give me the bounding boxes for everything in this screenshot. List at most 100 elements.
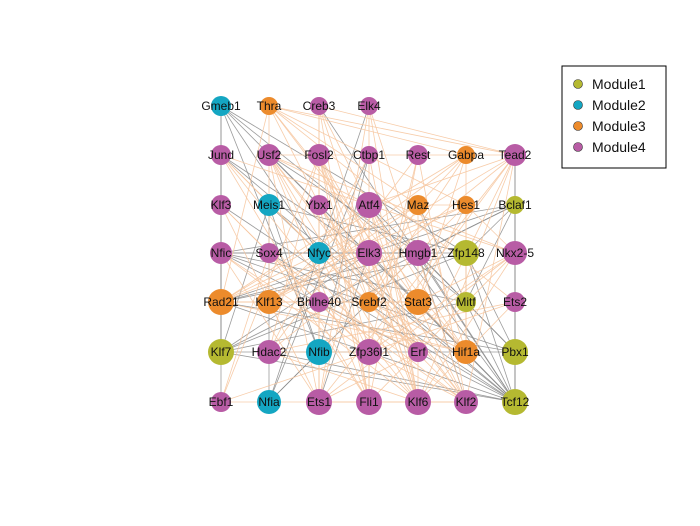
node-circle[interactable] xyxy=(310,97,328,115)
node-circle[interactable] xyxy=(457,196,475,214)
node-meis1[interactable]: Meis1 xyxy=(253,194,285,216)
node-ebf1[interactable]: Ebf1 xyxy=(209,392,234,412)
node-circle[interactable] xyxy=(456,292,476,312)
node-klf7[interactable]: Klf7 xyxy=(208,339,234,365)
node-circle[interactable] xyxy=(505,292,525,312)
node-circle[interactable] xyxy=(309,195,329,215)
node-rest[interactable]: Rest xyxy=(406,145,431,165)
node-circle[interactable] xyxy=(408,342,428,362)
node-nfib[interactable]: Nfib xyxy=(306,339,332,365)
node-circle[interactable] xyxy=(257,340,281,364)
node-nfia[interactable]: Nfia xyxy=(257,390,281,414)
node-atf4[interactable]: Atf4 xyxy=(356,192,382,218)
node-circle[interactable] xyxy=(356,339,382,365)
node-circle[interactable] xyxy=(356,192,382,218)
node-circle[interactable] xyxy=(408,195,428,215)
node-rad21[interactable]: Rad21 xyxy=(203,289,239,315)
node-usf2[interactable]: Usf2 xyxy=(257,144,282,166)
node-circle[interactable] xyxy=(405,240,431,266)
node-ets1[interactable]: Ets1 xyxy=(306,389,332,415)
node-circle[interactable] xyxy=(405,389,431,415)
node-circle[interactable] xyxy=(454,340,478,364)
node-circle[interactable] xyxy=(309,292,329,312)
node-mitf[interactable]: Mitf xyxy=(456,292,476,312)
node-circle[interactable] xyxy=(408,145,428,165)
node-circle[interactable] xyxy=(210,242,232,264)
node-circle[interactable] xyxy=(405,289,431,315)
node-zfp36l1[interactable]: Zfp36l1 xyxy=(349,339,389,365)
node-circle[interactable] xyxy=(211,96,231,116)
node-srebf2[interactable]: Srebf2 xyxy=(351,292,387,312)
node-circle[interactable] xyxy=(360,146,378,164)
node-circle[interactable] xyxy=(356,240,382,266)
node-circle[interactable] xyxy=(453,240,479,266)
node-circle[interactable] xyxy=(359,292,379,312)
node-circle[interactable] xyxy=(208,339,234,365)
node-jund[interactable]: Jund xyxy=(208,145,234,165)
node-tcf12[interactable]: Tcf12 xyxy=(501,389,530,415)
node-circle[interactable] xyxy=(211,195,231,215)
edge-rest-zfp36l1 xyxy=(368,154,419,353)
node-klf2[interactable]: Klf2 xyxy=(454,390,478,414)
node-maz[interactable]: Maz xyxy=(407,195,430,215)
edge-hdac2-klf6 xyxy=(268,351,419,403)
node-tead2[interactable]: Tead2 xyxy=(499,144,532,166)
node-elk3[interactable]: Elk3 xyxy=(356,240,382,266)
node-klf3[interactable]: Klf3 xyxy=(211,195,232,215)
node-klf13[interactable]: Klf13 xyxy=(255,290,283,314)
node-circle[interactable] xyxy=(502,339,528,365)
node-ctbp1[interactable]: Ctbp1 xyxy=(353,146,385,164)
node-circle[interactable] xyxy=(308,242,330,264)
node-fosl2[interactable]: Fosl2 xyxy=(304,144,334,166)
node-nkx2-5[interactable]: Nkx2-5 xyxy=(496,241,534,265)
node-circle[interactable] xyxy=(306,389,332,415)
node-pbx1[interactable]: Pbx1 xyxy=(501,339,529,365)
node-circle[interactable] xyxy=(306,339,332,365)
node-circle[interactable] xyxy=(258,144,280,166)
node-elk4[interactable]: Elk4 xyxy=(357,97,381,115)
node-circle[interactable] xyxy=(259,243,279,263)
node-ybx1[interactable]: Ybx1 xyxy=(305,195,333,215)
node-circle[interactable] xyxy=(356,389,382,415)
node-bhlhe40[interactable]: Bhlhe40 xyxy=(297,292,341,312)
node-hes1[interactable]: Hes1 xyxy=(452,196,480,214)
node-circle[interactable] xyxy=(502,389,528,415)
node-circle[interactable] xyxy=(360,97,378,115)
edge-sox4-ebf1 xyxy=(220,252,270,403)
node-circle[interactable] xyxy=(504,144,526,166)
node-erf[interactable]: Erf xyxy=(408,342,428,362)
legend-label: Module4 xyxy=(592,139,646,155)
node-circle[interactable] xyxy=(457,146,475,164)
node-hmgb1[interactable]: Hmgb1 xyxy=(399,240,438,266)
node-circle[interactable] xyxy=(208,289,234,315)
node-circle[interactable] xyxy=(211,392,231,412)
legend-swatch xyxy=(573,121,583,131)
node-ets2[interactable]: Ets2 xyxy=(503,292,527,312)
node-thra[interactable]: Thra xyxy=(257,97,282,115)
node-nfic[interactable]: Nfic xyxy=(210,242,232,264)
node-bclaf1[interactable]: Bclaf1 xyxy=(498,196,532,214)
node-label: Atf4 xyxy=(358,198,380,212)
node-klf6[interactable]: Klf6 xyxy=(405,389,431,415)
node-circle[interactable] xyxy=(506,196,524,214)
node-hdac2[interactable]: Hdac2 xyxy=(252,340,287,364)
node-circle[interactable] xyxy=(308,144,330,166)
node-circle[interactable] xyxy=(211,145,231,165)
node-stat3[interactable]: Stat3 xyxy=(404,289,432,315)
node-hif1a[interactable]: Hif1a xyxy=(452,340,480,364)
node-label: Klf13 xyxy=(255,295,283,309)
node-label: Gabpa xyxy=(448,148,484,162)
node-gmeb1[interactable]: Gmeb1 xyxy=(201,96,241,116)
node-zfp148[interactable]: Zfp148 xyxy=(447,240,485,266)
node-gabpa[interactable]: Gabpa xyxy=(448,146,484,164)
node-circle[interactable] xyxy=(257,290,281,314)
node-circle[interactable] xyxy=(258,194,280,216)
node-circle[interactable] xyxy=(260,97,278,115)
node-creb3[interactable]: Creb3 xyxy=(303,97,336,115)
node-nfyc[interactable]: Nfyc xyxy=(307,242,331,264)
node-circle[interactable] xyxy=(257,390,281,414)
node-fli1[interactable]: Fli1 xyxy=(356,389,382,415)
node-circle[interactable] xyxy=(503,241,527,265)
node-sox4[interactable]: Sox4 xyxy=(255,243,283,263)
node-circle[interactable] xyxy=(454,390,478,414)
